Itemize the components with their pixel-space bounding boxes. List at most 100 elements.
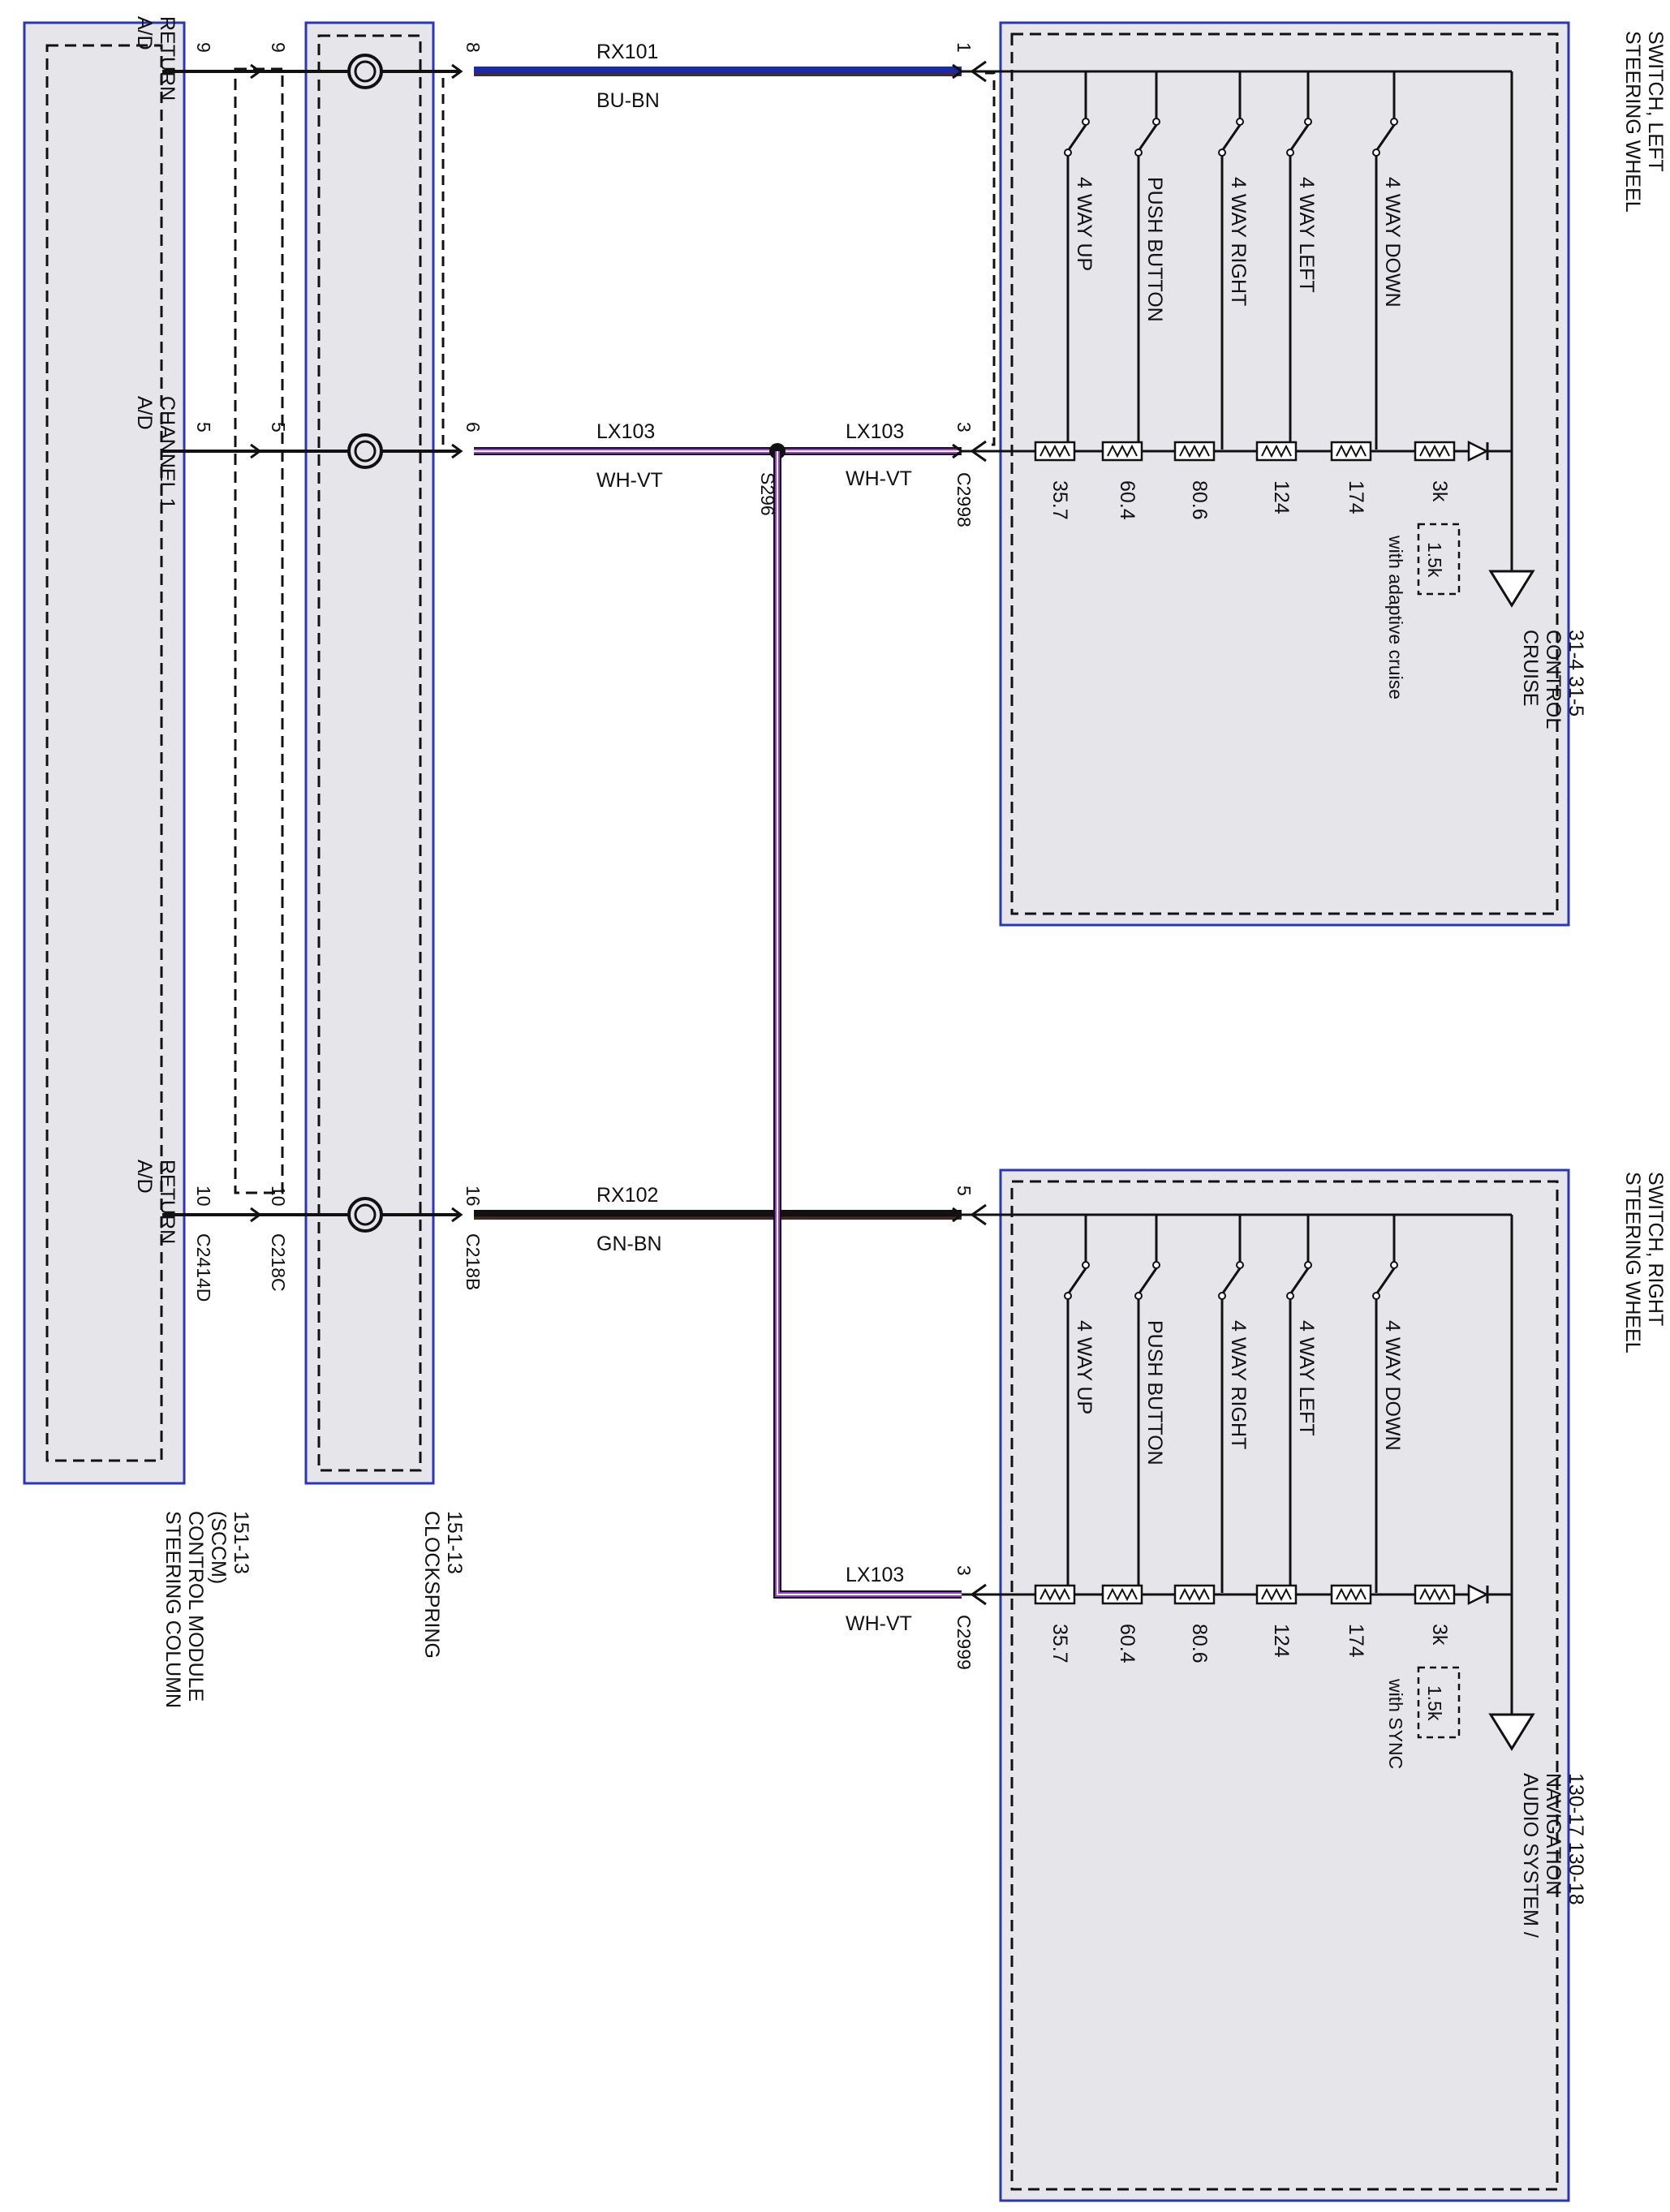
component-boxes	[23, 21, 1570, 2202]
resistor-value: 174	[1345, 480, 1367, 514]
switch-contact	[1134, 1292, 1143, 1300]
ground-triangle-icon	[1488, 570, 1535, 608]
clockspring-out-pin-number: 8	[463, 42, 484, 53]
optional-resistor-value: 1.5k	[1424, 542, 1445, 578]
switch-blade	[1137, 124, 1158, 152]
switch-button-label: 4 WAY LEFT	[1295, 177, 1318, 293]
clockspring-coil-inner	[354, 1203, 377, 1226]
resistor-zigzag	[1419, 1587, 1450, 1602]
switch-blade	[1220, 1267, 1242, 1295]
connector-fork	[970, 1583, 987, 1606]
reference-note: AUDIO SYSTEM /NAVIGATION130-17 130-18	[1519, 1773, 1587, 1938]
switch-left-box	[999, 21, 1570, 927]
switch-pin-number: 3	[953, 422, 975, 433]
switch-button-label: 4 WAY DOWN	[1381, 1320, 1404, 1451]
switch-right-connector-id: C2999	[953, 1615, 975, 1670]
switch-contact	[1082, 118, 1090, 126]
switch-contact	[1372, 1292, 1380, 1300]
switch-contact	[1286, 1292, 1294, 1300]
resistor-value: 3k	[1428, 480, 1451, 502]
switch-blade	[1066, 1267, 1087, 1295]
reference-note: CRUISECONTROL31-4 31-5	[1519, 630, 1587, 729]
switch-shield-bracket	[985, 71, 996, 446]
switch-button-label: 4 WAY RIGHT	[1227, 1320, 1250, 1449]
sccm-pin-number: 5	[193, 422, 214, 433]
option-note: with SYNC	[1385, 1678, 1406, 1769]
resistor-value: 3k	[1428, 1624, 1451, 1646]
optional-resistor-box	[1417, 523, 1461, 596]
connector-fork	[970, 440, 987, 463]
wire-color: BU-BN	[596, 89, 660, 112]
switch-contact	[1152, 1261, 1160, 1269]
switch-pin-number: 1	[953, 42, 975, 53]
sccm-pin-number: 9	[193, 42, 214, 53]
resistor-zigzag	[1336, 1587, 1367, 1602]
shield-bracket	[234, 67, 284, 1194]
clockspring-coil-inner	[354, 60, 377, 83]
switch-contact	[1064, 1292, 1072, 1300]
clockspring-name: CLOCKSPRING151-13	[420, 1511, 466, 1659]
switch-button-label: 4 WAY UP	[1073, 177, 1095, 271]
sccm-pin-label: A/DRETURN	[133, 1160, 179, 1244]
clockspring-in-pin-number: 10	[268, 1186, 289, 1207]
switch-blade	[1066, 124, 1087, 152]
optional-resistor-box	[1417, 1666, 1461, 1739]
clockspring-in-pin-number: 9	[268, 42, 289, 53]
switch-contact	[1236, 118, 1244, 126]
switch-pin-number: 5	[953, 1186, 975, 1196]
option-note: with adaptive cruise	[1385, 535, 1406, 699]
switch-contact	[1134, 148, 1143, 157]
resistor-zigzag	[1261, 1587, 1292, 1602]
switch-button-label: PUSH BUTTON	[1143, 177, 1166, 322]
clockspring-coil-inner	[354, 440, 377, 463]
switch-button-label: 4 WAY DOWN	[1381, 177, 1404, 308]
ground-triangle-icon	[1488, 1713, 1535, 1751]
resistor-zigzag	[1261, 444, 1292, 458]
shield-extension	[433, 70, 445, 451]
wire-id: RX101	[596, 41, 658, 63]
resistor-value: 124	[1270, 480, 1293, 514]
switch-button-label: 4 WAY UP	[1073, 1320, 1095, 1414]
switch-contact	[1218, 1292, 1226, 1300]
sccm-box	[23, 21, 186, 1485]
wire-id: LX103	[846, 420, 904, 443]
diode-icon	[1467, 1583, 1489, 1606]
diode-icon	[1467, 440, 1489, 463]
resistor-value: 80.6	[1188, 1624, 1211, 1663]
switch-left-name: STEERING WHEELSWITCH, LEFT31-4 31-5	[1621, 31, 1670, 213]
switch-contact	[1390, 1261, 1398, 1269]
switch-button-label: 4 WAY LEFT	[1295, 1320, 1318, 1436]
sccm-pin-label: A/DRETURN	[133, 16, 179, 101]
wire-color: WH-VT	[846, 467, 912, 490]
switch-contact	[1064, 148, 1072, 157]
resistor-value: 124	[1270, 1624, 1293, 1658]
branch-wire-violet	[775, 451, 962, 1597]
optional-resistor-value: 1.5k	[1424, 1685, 1445, 1721]
switch-blade	[1289, 1267, 1310, 1295]
resistor-zigzag	[1039, 444, 1070, 458]
clockspring-out-pin-number: 6	[463, 422, 484, 433]
resistor-value: 35.7	[1048, 1624, 1071, 1663]
switch-contact	[1082, 1261, 1090, 1269]
switch-contact	[1304, 1261, 1312, 1269]
switch-button-label: PUSH BUTTON	[1143, 1320, 1166, 1465]
resistor-zigzag	[1336, 444, 1367, 458]
wire-layer	[162, 54, 1006, 1606]
resistor-value: 174	[1345, 1624, 1367, 1658]
wire-id: LX103	[596, 420, 655, 443]
resistor-zigzag	[1179, 444, 1210, 458]
sccm-pin-number: 10	[193, 1186, 214, 1207]
clockspring-in-pin-number: 5	[268, 422, 289, 433]
switch-contact	[1218, 148, 1226, 157]
clockspring-out-pin-number: 16	[463, 1186, 484, 1207]
switch-internals	[1006, 70, 1535, 1751]
wire-id: LX103	[846, 1564, 904, 1586]
switch-contact	[1372, 148, 1380, 157]
splice-label: S296	[757, 472, 778, 516]
connector-fork	[970, 1203, 987, 1226]
resistor-zigzag	[1107, 1587, 1138, 1602]
resistor-zigzag	[1179, 1587, 1210, 1602]
sccm-connector-id: C2414D	[193, 1233, 214, 1302]
